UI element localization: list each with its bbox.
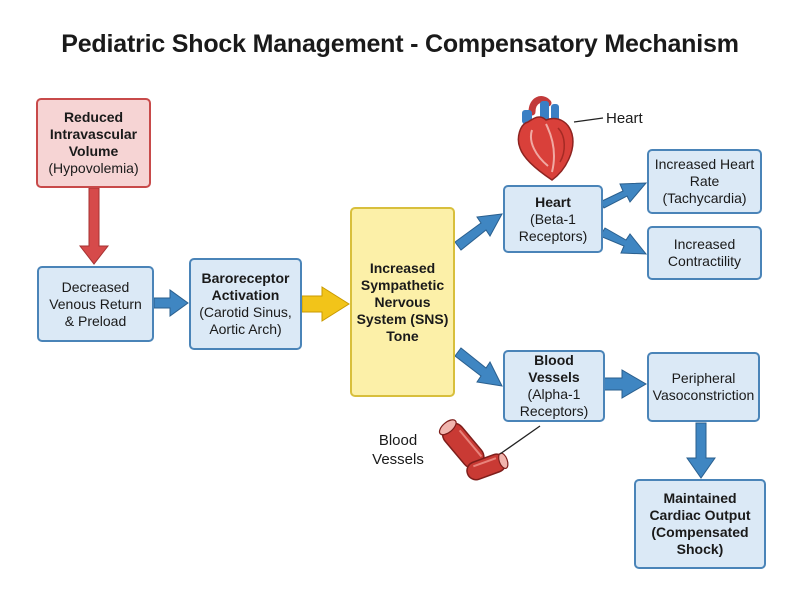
node-decreased-venous-return: Decreased Venous Return & Preload [37,266,154,342]
node-decreased-venous-return-text: Decreased Venous Return & Preload [49,278,142,329]
node-reduced-volume-bold: Reduced Intravascular Volume [49,109,138,159]
arrow-sns-to-vessels [454,347,503,387]
label-heart: Heart [606,110,643,127]
heart-pointer-line [573,117,604,123]
heart-illustration-icon [517,96,574,181]
arrow-vasoconstriction-to-output [686,422,716,479]
arrow-heart-to-rate [599,182,648,209]
blood-vessel-illustration-icon [438,419,509,481]
label-blood-vessels: Blood Vessels [372,432,424,468]
arrow-reduced-to-decreased [78,187,110,265]
node-increased-contractility: Increased Contractility [647,226,762,280]
arrow-vessels-to-vasoconstriction [603,369,647,399]
node-maintained-cardiac-output-bold: Maintained Cardiac Output (Compensated S… [649,490,751,557]
node-reduced-volume-text: (Hypovolemia) [48,160,139,176]
node-blood-vessels-alpha1: Blood Vessels (Alpha-1 Receptors) [503,350,605,422]
node-heart-beta1: Heart (Beta-1 Receptors) [503,185,603,253]
arrow-baroreceptor-to-sns [301,286,350,322]
arrow-decreased-to-baroreceptor [153,289,189,317]
node-baroreceptor-activation: Baroreceptor Activation (Carotid Sinus, … [189,258,302,350]
arrow-sns-to-heart [454,213,503,251]
node-sns-tone: Increased Sympathetic Nervous System (SN… [350,207,455,397]
diagram-title: Pediatric Shock Management - Compensator… [61,30,739,58]
node-baroreceptor-activation-bold: Baroreceptor Activation [201,270,290,303]
node-maintained-cardiac-output: Maintained Cardiac Output (Compensated S… [634,479,766,569]
node-increased-heart-rate-text: Increased Heart Rate (Tachycardia) [654,156,755,206]
node-blood-vessels-alpha1-text: (Alpha-1 Receptors) [519,386,589,419]
node-increased-contractility-text: Increased Contractility [667,236,742,269]
node-blood-vessels-alpha1-bold: Blood Vessels [528,352,580,385]
node-peripheral-vasoconstriction-text: Peripheral Vasoconstriction [652,370,755,403]
arrow-heart-to-contractility [599,227,648,255]
vessels-pointer-line [499,425,541,455]
node-heart-beta1-bold: Heart [535,193,571,210]
node-reduced-volume: Reduced Intravascular Volume (Hypovolemi… [36,98,151,188]
node-peripheral-vasoconstriction: Peripheral Vasoconstriction [647,352,760,422]
node-sns-tone-bold: Increased Sympathetic Nervous System (SN… [356,259,449,344]
node-increased-heart-rate: Increased Heart Rate (Tachycardia) [647,149,762,214]
node-heart-beta1-text: (Beta-1 Receptors) [518,210,588,244]
node-baroreceptor-activation-text: (Carotid Sinus, Aortic Arch) [199,304,292,337]
